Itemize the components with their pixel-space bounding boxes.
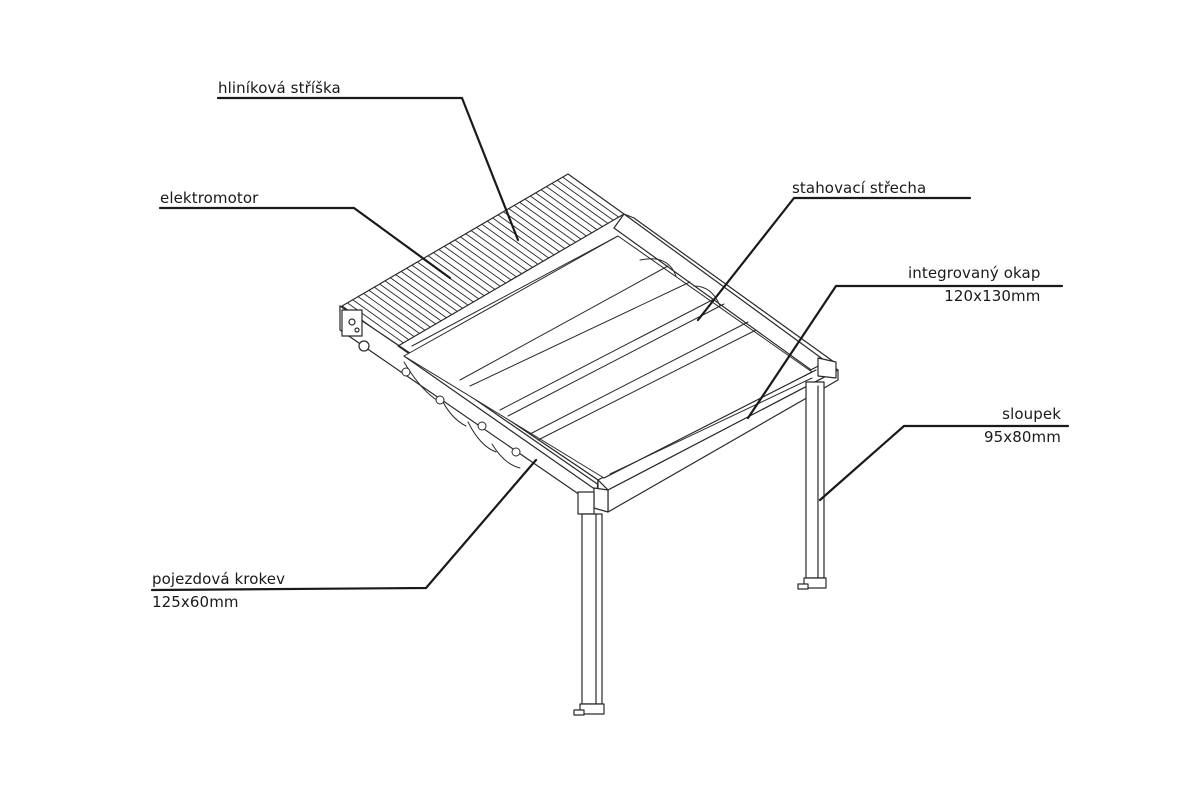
cap-rib <box>524 198 582 240</box>
leader-sliding-roof <box>696 196 972 322</box>
cap-rib <box>529 195 587 237</box>
cap-rib <box>535 192 593 234</box>
cap-rib <box>389 277 447 319</box>
cap-rib <box>427 255 485 297</box>
cap-rib <box>497 214 555 256</box>
cap-rib <box>416 261 474 303</box>
label-gutter-size: 120x130mm <box>944 287 1041 305</box>
cap-rib <box>454 239 512 281</box>
cap-rib <box>357 296 415 338</box>
label-motor: elektromotor <box>160 189 258 207</box>
cap-rib <box>406 267 464 309</box>
leader-lines <box>150 96 1070 592</box>
leader-motor <box>158 206 452 280</box>
label-gutter: integrovaný okap 120x130mm <box>908 264 1040 305</box>
cap-rib <box>540 189 598 231</box>
cap-rib <box>470 230 528 272</box>
cap-rib <box>373 286 431 328</box>
label-sliding-roof: stahovací střecha <box>792 179 926 197</box>
label-rafter-size: 125x60mm <box>152 593 239 611</box>
label-roof-cap: hliníková stříška <box>218 79 341 97</box>
cap-rib <box>519 201 577 243</box>
cap-rib <box>481 223 539 265</box>
cap-rib <box>433 252 490 294</box>
label-rafter: pojezdová krokev 125x60mm <box>152 570 285 611</box>
cap-rib <box>459 236 517 278</box>
label-rafter-title: pojezdová krokev <box>152 570 286 588</box>
cap-rib <box>551 182 609 224</box>
cap-rib <box>556 179 614 221</box>
label-post-title: sloupek <box>1002 405 1061 423</box>
cap-rib <box>546 186 603 228</box>
cap-rib <box>363 292 420 334</box>
cap-rib <box>400 270 458 312</box>
label-post-size: 95x80mm <box>984 428 1061 446</box>
cap-rib <box>379 283 437 325</box>
label-motor-title: elektromotor <box>160 189 259 207</box>
cap-rib <box>502 211 560 253</box>
cap-rib <box>449 242 507 284</box>
cap-rib <box>384 280 442 322</box>
right-post <box>797 381 827 590</box>
label-gutter-title: integrovaný okap <box>908 264 1041 282</box>
left-post <box>573 513 605 716</box>
leader-rafter <box>150 458 538 592</box>
sliding-roof-panels <box>401 235 813 479</box>
label-post: sloupek 95x80mm <box>984 405 1061 446</box>
cap-rib <box>395 274 453 316</box>
leader-roof-cap <box>216 96 520 242</box>
cap-rib <box>508 208 566 250</box>
cap-rib <box>438 248 496 290</box>
cap-rib <box>352 299 410 341</box>
cap-rib <box>476 226 533 268</box>
cap-rib <box>513 204 571 246</box>
cap-rib <box>492 217 550 259</box>
leader-post <box>818 424 1070 502</box>
leader-gutter <box>746 284 1064 420</box>
cap-rib <box>368 289 426 331</box>
cap-rib <box>562 176 620 218</box>
cap-rib <box>443 245 501 287</box>
cap-rib <box>465 233 523 275</box>
aluminium-cap-strip <box>339 173 625 353</box>
cap-rib <box>486 220 544 262</box>
label-sliding-roof-title: stahovací střecha <box>792 179 927 197</box>
label-roof-cap-title: hliníková stříška <box>218 79 341 97</box>
cap-rib <box>411 264 469 306</box>
